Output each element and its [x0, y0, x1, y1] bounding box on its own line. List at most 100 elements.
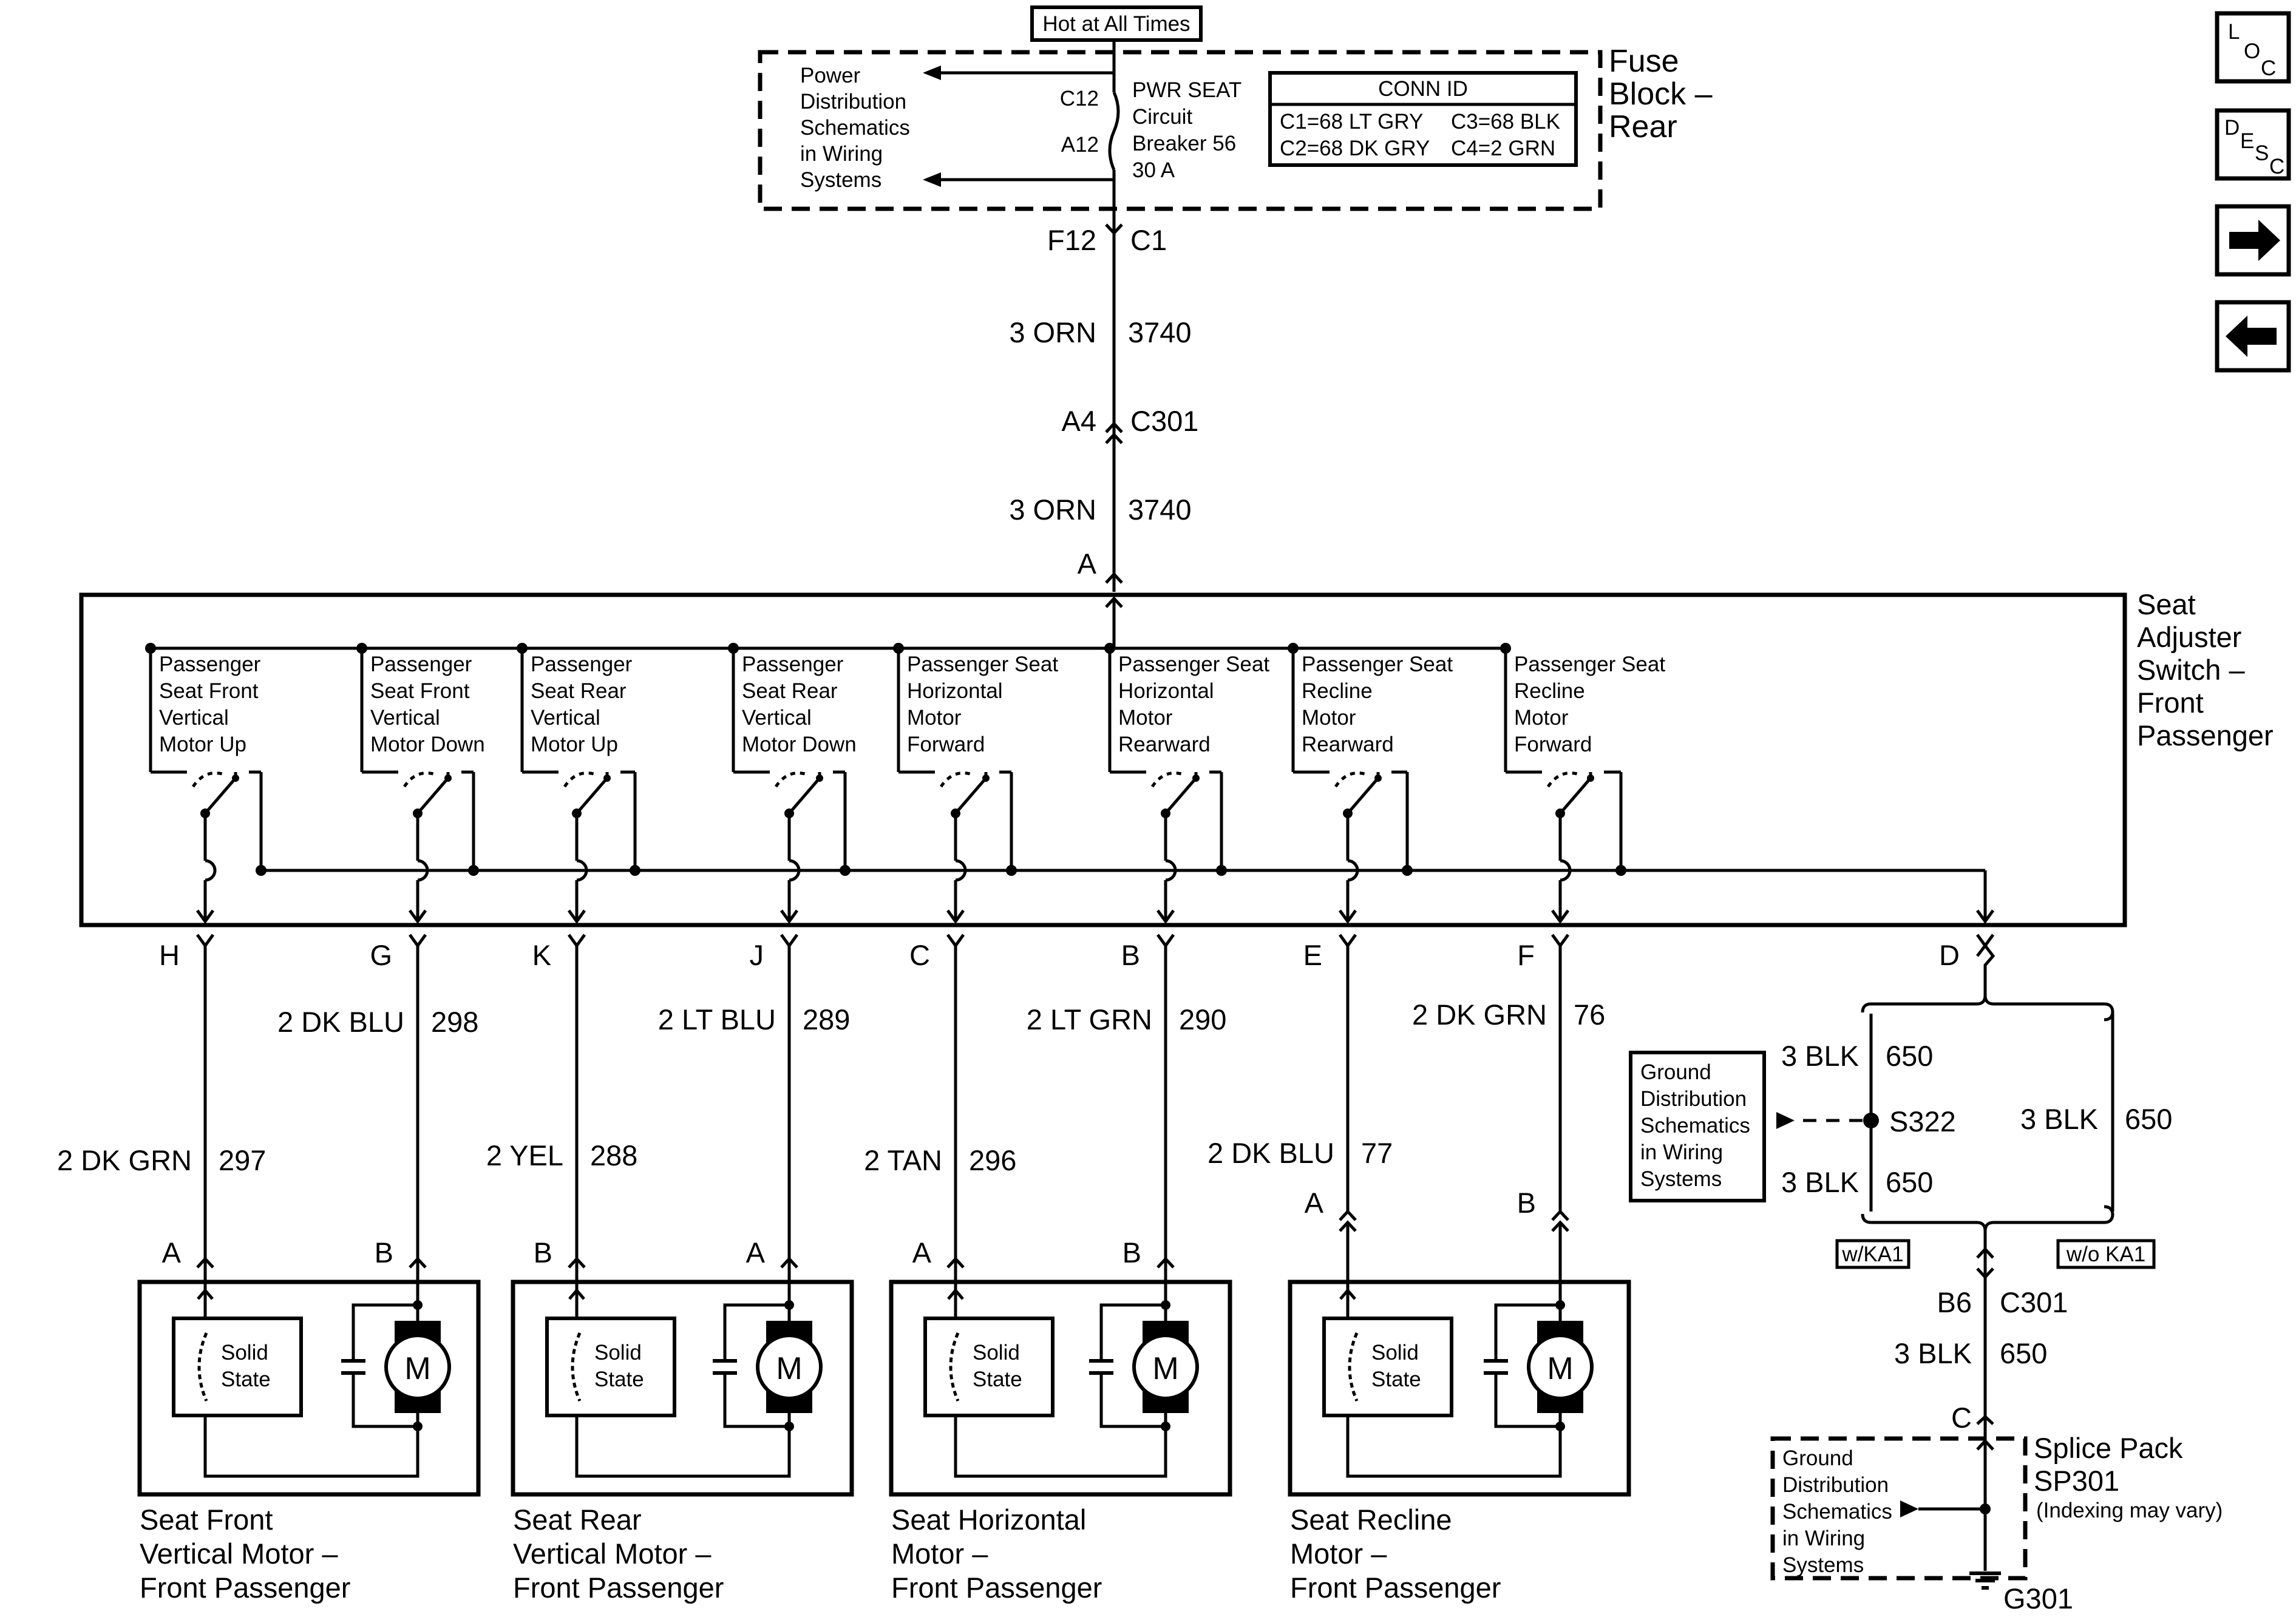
connector-pin-icon	[408, 934, 427, 949]
contact-label-line: Forward	[1514, 733, 1592, 756]
wire-number: 298	[431, 1006, 478, 1038]
cap-lead-bottom	[352, 1373, 418, 1428]
connector-pin-icon	[1338, 934, 1357, 949]
ground-w3-number: 650	[2125, 1103, 2172, 1135]
circuit-breaker-icon	[1108, 91, 1120, 171]
pin-a4: A4	[1062, 405, 1097, 437]
solid-state-label: State	[594, 1368, 644, 1391]
sp-ground-dist-label: Schematics	[1782, 1500, 1892, 1524]
wire2-number: 3740	[1128, 493, 1192, 526]
contact-label-line: Vertical	[370, 706, 440, 730]
svg-text:Front: Front	[2137, 686, 2204, 719]
output-arrow-icon	[1156, 909, 1175, 924]
ground-dist-label: Ground	[1640, 1060, 1711, 1084]
switch-blade-icon	[1347, 777, 1379, 815]
hot-label-box	[1030, 5, 1203, 42]
wire-color: 2 DK BLU	[277, 1006, 404, 1038]
ground-conn-c301: C301	[2000, 1286, 2068, 1318]
switch-title: Seat Adjuster Switch – Front Passenger	[2137, 588, 2274, 751]
arrow-right-icon	[1776, 1112, 1795, 1129]
motor-symbol: M	[1547, 1351, 1573, 1386]
motor-icon	[756, 1334, 823, 1400]
connector-pin-a-icon	[1105, 572, 1123, 584]
actuator-link-icon	[1334, 771, 1368, 788]
motor-pin-a: A	[1305, 1187, 1324, 1219]
arrow-left-icon	[923, 172, 941, 187]
location-button[interactable]: L O C	[2215, 11, 2291, 84]
contact-label-line: Rearward	[1302, 733, 1394, 756]
output-arrow-icon	[408, 909, 427, 924]
contact-label-line: Seat Front	[159, 679, 259, 703]
previous-page-button[interactable]	[2215, 300, 2291, 373]
description-button[interactable]: D E S C	[2215, 108, 2291, 181]
next-page-button[interactable]	[2215, 204, 2291, 277]
pin-a12: A12	[1061, 133, 1099, 157]
motor-pin-b: B	[1123, 1236, 1141, 1269]
contact-label-line: Horizontal	[1118, 679, 1214, 703]
solid-state-switch-icon	[571, 1332, 582, 1402]
cap-lead-bottom	[1494, 1373, 1560, 1428]
solid-state-label: State	[973, 1368, 1022, 1391]
svg-text:C: C	[2261, 56, 2276, 80]
solid-state-box	[172, 1317, 303, 1417]
motor-box	[1288, 1280, 1631, 1497]
lead-arrow-icon	[568, 1288, 585, 1300]
contact-label-line: Passenger Seat	[907, 653, 1058, 676]
contact-label-line: Motor Up	[159, 733, 246, 756]
svg-text:Rear: Rear	[1609, 109, 1677, 144]
motor-pin-a: A	[746, 1236, 766, 1269]
ground-w1-number: 650	[1886, 1040, 1933, 1072]
contact-label-line: Recline	[1302, 679, 1373, 703]
right-arrow-icon	[2229, 220, 2280, 261]
ground-w3-color: 3 BLK	[2020, 1103, 2098, 1135]
connector-c301-icon	[1105, 421, 1123, 444]
junction-dot	[1500, 643, 1511, 654]
contact-label-line: Horizontal	[907, 679, 1003, 703]
switch-blade-icon	[1164, 777, 1197, 815]
connector-pin-icon	[195, 934, 215, 949]
junction-dot	[728, 643, 739, 654]
switch-pin-j: J	[750, 939, 764, 971]
lead-return	[575, 1415, 791, 1478]
actuator-link-icon	[1150, 771, 1184, 788]
fuse-block-rear-outline	[758, 50, 1603, 211]
seat-adjuster-switch-outline	[79, 592, 2127, 927]
actuator-link-icon	[402, 771, 436, 788]
connector-pin-c-icon	[1976, 1414, 1994, 1425]
wire-color: 2 DK BLU	[1207, 1137, 1334, 1169]
contact-label-line: Seat Front	[370, 679, 470, 703]
splice-pack-entry-icon	[1976, 1439, 1994, 1451]
svg-text:Circuit: Circuit	[1132, 105, 1192, 129]
junction-dot	[517, 643, 528, 654]
wire-crossover-icon	[205, 859, 217, 882]
contact-label-line: Rearward	[1118, 733, 1211, 756]
contact-label-line: Motor	[1118, 706, 1173, 730]
solid-state-label: Solid	[594, 1341, 642, 1364]
solid-state-label: Solid	[1371, 1341, 1419, 1364]
switch-pin-c: C	[909, 939, 930, 971]
svg-text:C4=2 GRN: C4=2 GRN	[1451, 137, 1555, 160]
breaker-label: PWR SEAT Circuit Breaker 56 30 A	[1132, 78, 1241, 182]
motor-title: Seat Front	[140, 1503, 273, 1536]
svg-text:Switch –: Switch –	[2137, 654, 2245, 686]
junction-dot	[1980, 1503, 1991, 1514]
cap-lead-bottom	[723, 1373, 789, 1428]
solid-state-label: Solid	[221, 1341, 268, 1364]
connector-c301-icon	[1976, 1247, 1994, 1280]
switch-pin-h: H	[159, 939, 180, 971]
contact-label-line: Passenger	[531, 653, 633, 676]
connector-pin-icon	[780, 1256, 798, 1269]
switch-blade-icon	[576, 777, 608, 815]
svg-text:C3=68 BLK: C3=68 BLK	[1451, 110, 1560, 134]
svg-text:30 A: 30 A	[1132, 158, 1175, 182]
ground-pin-c: C	[1951, 1402, 1972, 1434]
cap-lead-top	[352, 1303, 418, 1361]
arrow-left-icon	[923, 66, 941, 80]
contact-label-line: Seat Rear	[531, 679, 627, 703]
